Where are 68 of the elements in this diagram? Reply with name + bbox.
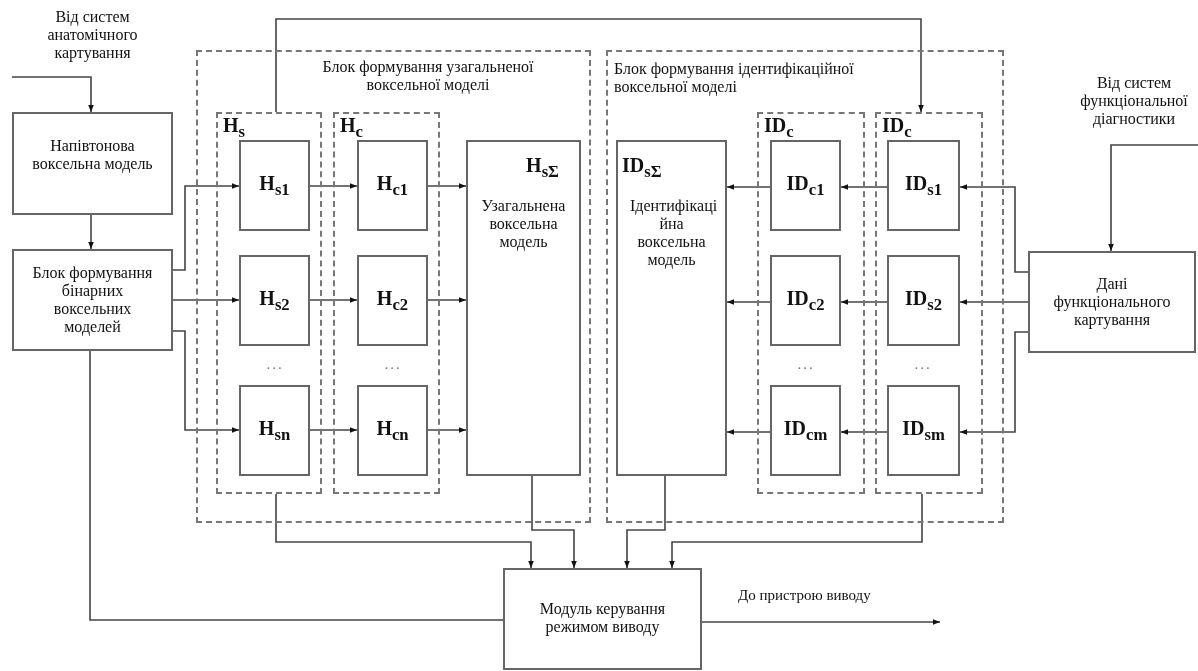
arrow [531, 475, 577, 569]
model-box [770, 255, 841, 346]
group-symbol: H$_{c}$ [340, 114, 363, 142]
arrow [840, 429, 888, 435]
process-box [503, 568, 702, 670]
arrow [959, 184, 1029, 273]
arrow [701, 619, 941, 625]
model-box [887, 140, 960, 231]
model-box [239, 255, 310, 346]
arrow [427, 183, 467, 189]
arrow [275, 493, 534, 569]
dashed-subgroup [333, 112, 440, 494]
arrow [959, 299, 1029, 305]
model-box [357, 140, 428, 231]
process-box [12, 249, 173, 351]
process-box [1028, 251, 1196, 353]
model-box [239, 385, 310, 476]
ellipsis: ... [265, 355, 285, 373]
box-text: Дані функціонального картування [1052, 275, 1172, 329]
arrow [88, 214, 94, 250]
source-note: Від систем анатомічного картування [46, 8, 139, 62]
ellipsis: ... [796, 355, 816, 373]
model-box [770, 140, 841, 231]
group-heading: Блок формування ідентифікаційної воксельної моделі [614, 60, 855, 96]
arrow [669, 493, 923, 569]
model-box [357, 385, 428, 476]
dashed-subgroup [757, 112, 865, 494]
arrow [840, 299, 888, 305]
ellipsis: ... [913, 355, 933, 373]
source-note: Від систем функціональної діагностики [1079, 74, 1189, 128]
arrow [427, 427, 467, 433]
model-box [466, 140, 581, 476]
arrow [309, 297, 358, 303]
box-text: Блок формування бінарних воксельних моделей [31, 264, 154, 336]
model-box [239, 140, 310, 231]
arrow [726, 299, 771, 305]
arrow [624, 475, 666, 569]
arrow [840, 184, 888, 190]
group-symbol: ID$_{c}$ [882, 114, 912, 142]
arrow [427, 297, 467, 303]
dashed-subgroup [875, 112, 983, 494]
model-text: Узагальнена воксельна модель [480, 197, 567, 251]
model-box [616, 140, 727, 476]
box-text: Напівтонова воксельна модель [31, 136, 154, 173]
arrow [959, 331, 1029, 435]
group-symbol: ID$_{c}$ [764, 114, 794, 142]
model-box [770, 385, 841, 476]
process-box [12, 112, 173, 215]
arrow [309, 183, 358, 189]
box-text: Модуль керування режимом виводу [538, 600, 667, 636]
arrow [172, 183, 240, 271]
dashed-group [606, 50, 1004, 523]
model-box [887, 385, 960, 476]
arrow [1108, 144, 1198, 252]
dashed-subgroup [216, 112, 322, 494]
group-heading: Блок формування узагальненої воксельної моделі [321, 58, 535, 94]
arrow [726, 184, 771, 190]
dashed-group [196, 50, 591, 523]
arrow [11, 76, 94, 113]
arrow [172, 330, 240, 433]
ellipsis: ... [383, 355, 403, 373]
group-symbol: H$_{s}$ [223, 114, 246, 142]
arrow [726, 429, 771, 435]
arrow [172, 297, 240, 303]
model-box [887, 255, 960, 346]
arrow [275, 18, 924, 113]
model-box [357, 255, 428, 346]
arrow [309, 427, 358, 433]
